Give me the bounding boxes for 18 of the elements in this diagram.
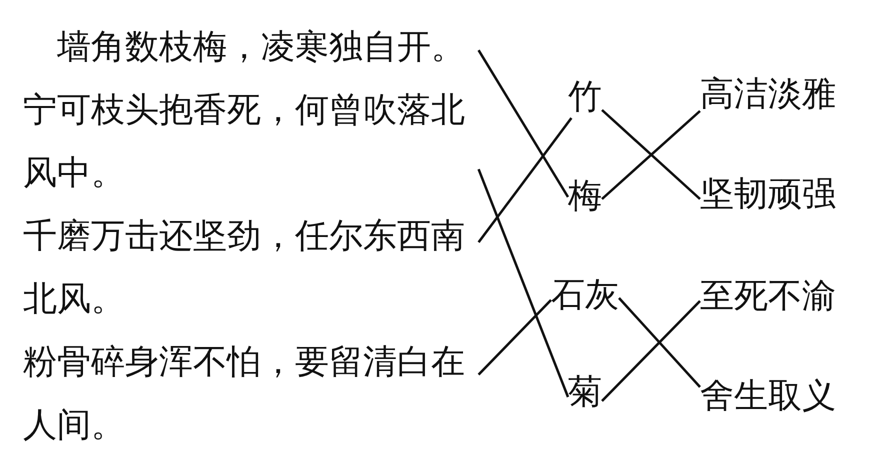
subject-word: 石灰 xyxy=(551,276,619,316)
quality-word: 高洁淡雅 xyxy=(700,75,836,115)
matching-line xyxy=(601,300,701,402)
poem-text: 千磨万击还坚劲，任尔东西南北风。 xyxy=(23,204,479,330)
quality-word: 坚韧顽强 xyxy=(700,175,836,215)
poem-text: 墙角数枝梅，凌寒独自开。 xyxy=(23,16,479,78)
matching-line xyxy=(477,168,570,398)
matching-line xyxy=(478,117,572,244)
matching-line xyxy=(478,50,570,198)
matching-line xyxy=(478,299,552,376)
subject-word: 竹 xyxy=(568,78,602,118)
matching-line xyxy=(618,297,701,388)
poem-text: 宁可枝头抱香死，何曾吹落北风中。 xyxy=(23,78,479,204)
subject-word: 梅 xyxy=(568,177,602,217)
quality-word: 至死不渝 xyxy=(700,277,836,317)
quality-word: 舍生取义 xyxy=(700,377,836,417)
subject-word: 菊 xyxy=(568,373,602,413)
poem-text: 粉骨碎身浑不怕，要留清白在人间。 xyxy=(23,330,479,456)
